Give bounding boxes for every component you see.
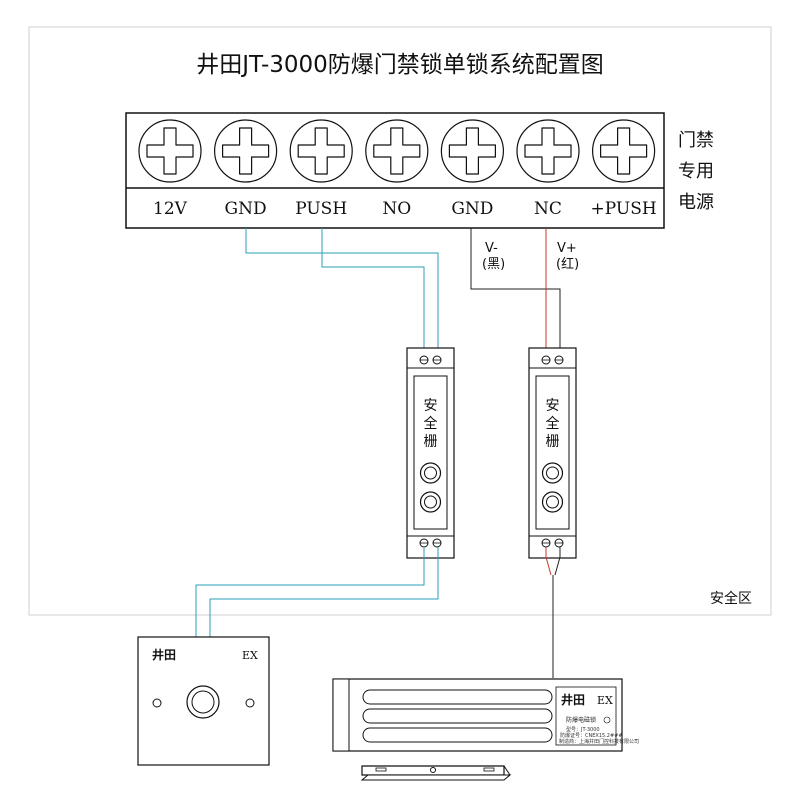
side-label-line-1: 门禁 [678, 130, 714, 151]
button-screw-left [152, 698, 162, 708]
safety-barrier-right: 安 全 栅 [528, 347, 577, 559]
armature-plate [360, 765, 512, 781]
v-minus-color-label: (黑) [482, 257, 505, 272]
barrier-left-char-2: 全 [424, 415, 438, 432]
diagram-title: 井田JT-3000防爆门禁锁单锁系统配置图 [196, 52, 604, 78]
safe-area-boundary [28, 26, 772, 616]
barrier-right-char-3: 栅 [546, 434, 560, 450]
terminal-label-4: NO [382, 199, 411, 219]
maglock-maker: 制造商：上海井田门控科技有限公司 [559, 738, 639, 745]
v-plus-label: V+ [557, 241, 577, 256]
magnetic-lock: 井田 EX 防爆电磁锁 型号：JT-3000 防爆证号：CNEX15.2### … [332, 678, 639, 752]
terminal-screw-3 [289, 119, 353, 183]
terminal-label-2: GND [225, 199, 267, 219]
barrier-left-char-1: 安 [424, 398, 438, 414]
v-minus-label: V- [485, 241, 498, 256]
side-label-line-3: 电源 [678, 192, 714, 213]
terminal-screw-2 [214, 119, 278, 183]
button-ex-mark: EX [242, 649, 258, 662]
maglock-cert: 防爆证号：CNEX15.2### [560, 732, 623, 739]
terminal-screw-6 [516, 119, 580, 183]
maglock-ground-icon [603, 716, 611, 724]
terminal-label-7: +PUSH [591, 199, 657, 219]
terminal-label-6: NC [534, 199, 562, 219]
v-plus-color-label: (红) [556, 256, 579, 272]
maglock-wires [545, 547, 561, 678]
power-supply-terminal-block: 12V GND PUSH NO GND NC +PUSH [125, 112, 665, 229]
barrier-right-char-2: 全 [546, 415, 560, 432]
maglock-product-name: 防爆电磁锁 [566, 716, 596, 724]
terminal-label-5: GND [451, 199, 493, 219]
button-brand: 井田 [152, 647, 176, 662]
exit-button-panel: 井田 EX [137, 636, 270, 766]
terminal-screw-1 [138, 119, 202, 183]
push-button-wires-bottom [195, 547, 439, 637]
maglock-ex-mark: EX [597, 694, 613, 707]
exit-button-inner [191, 690, 215, 714]
safe-area-label: 安全区 [710, 590, 752, 607]
negative-wire [470, 228, 561, 349]
terminal-label-3: PUSH [295, 199, 347, 219]
barrier-right-char-1: 安 [546, 398, 560, 414]
maglock-model: 型号：JT-3000 [566, 726, 600, 733]
push-button-wires-top [245, 228, 439, 349]
barrier-left-char-3: 栅 [424, 434, 438, 450]
terminal-label-1: 12V [153, 199, 188, 219]
power-supply-side-label: 门禁 专用 电源 [678, 130, 714, 213]
safety-barrier-left: 安 全 栅 [406, 347, 455, 559]
terminal-screw-5 [440, 119, 504, 183]
terminal-screw-7 [591, 119, 656, 183]
maglock-brand: 井田 [561, 692, 585, 707]
side-label-line-2: 专用 [678, 161, 714, 182]
terminal-screw-4 [365, 119, 429, 183]
button-screw-right [245, 698, 255, 708]
